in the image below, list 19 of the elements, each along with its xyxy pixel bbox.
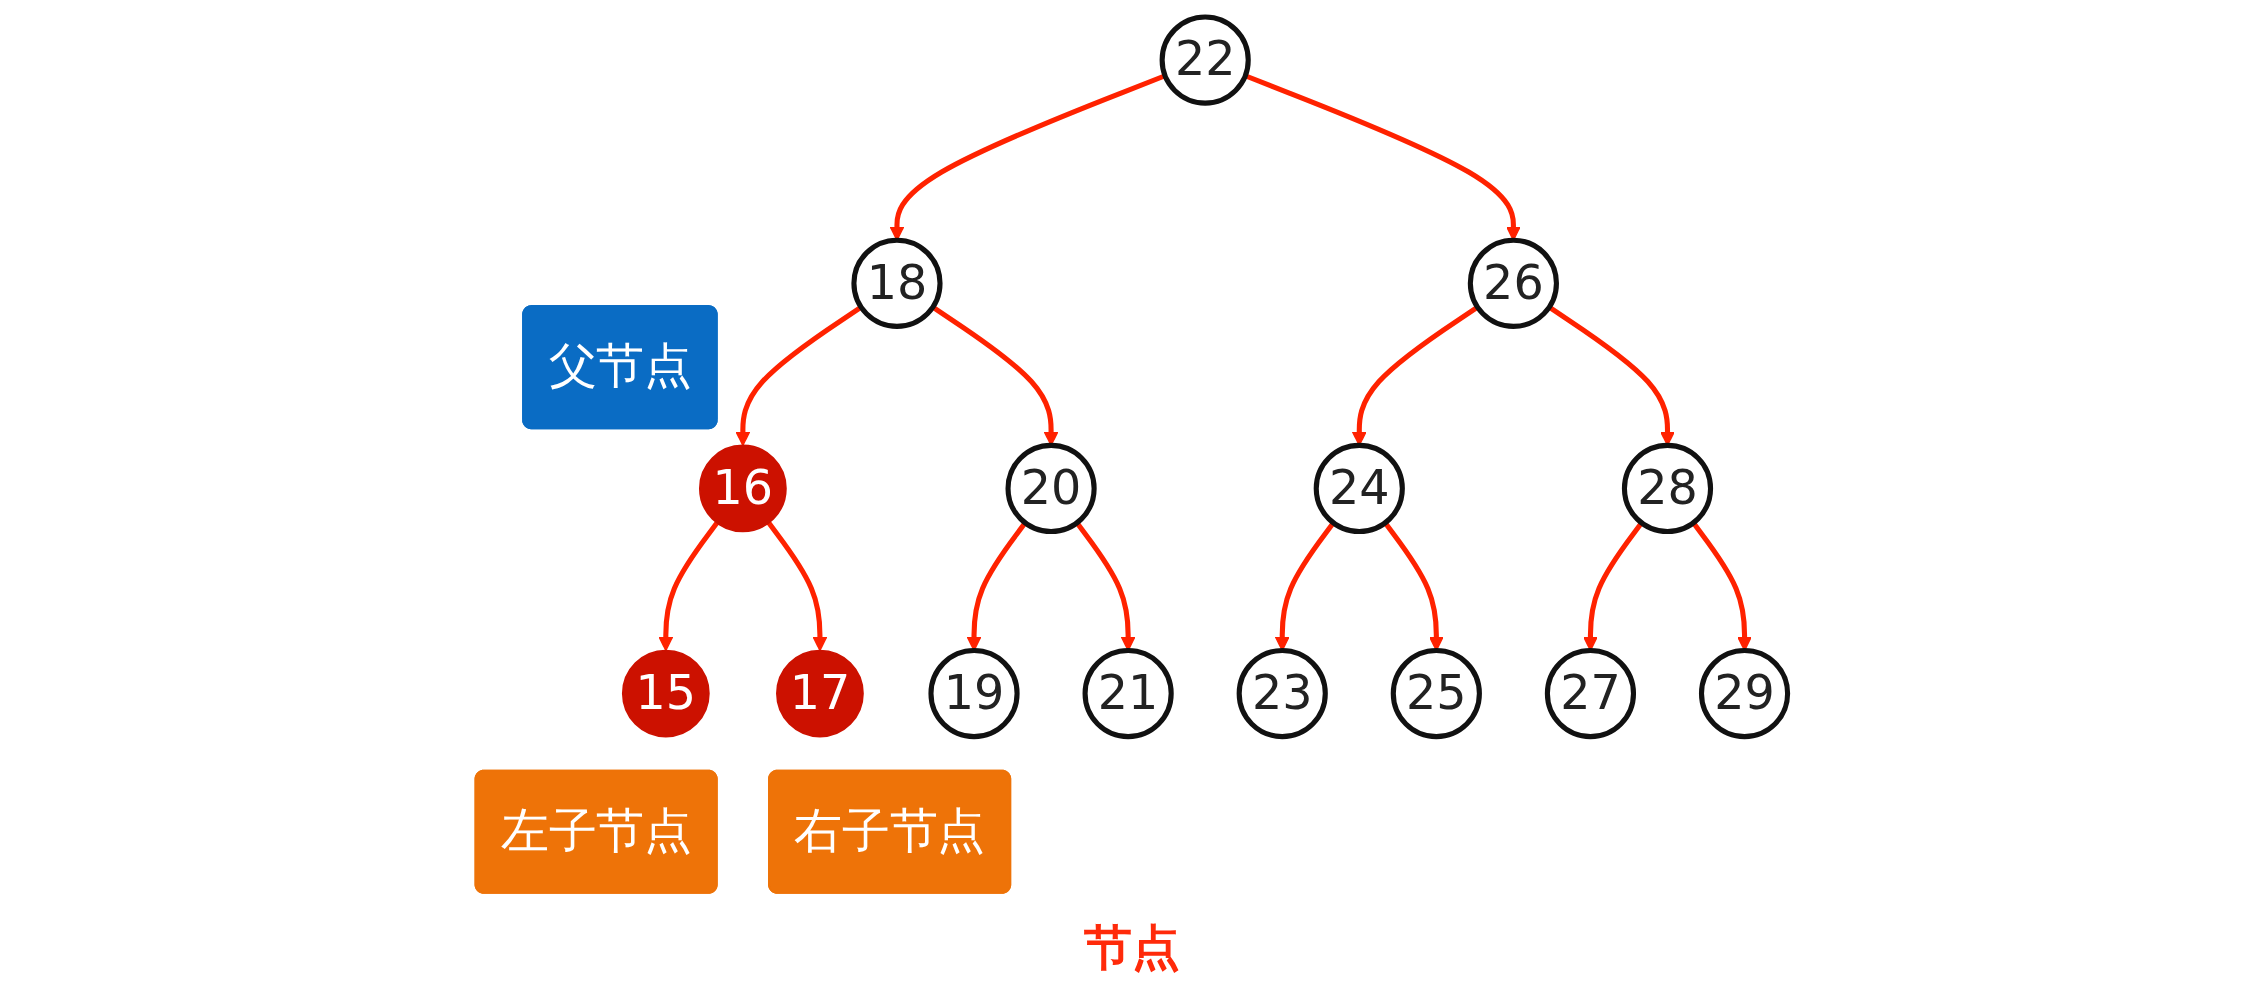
node-circle: 24 xyxy=(1313,442,1405,534)
node-circle: 16 xyxy=(698,444,787,533)
arrow xyxy=(766,521,828,652)
node-circle: 28 xyxy=(1621,442,1714,534)
node-circle: 23 xyxy=(1236,647,1328,740)
arrow xyxy=(735,305,863,447)
node-circle: 18 xyxy=(851,237,943,329)
node-circle: 19 xyxy=(928,647,1020,740)
node-circle: 22 xyxy=(1159,14,1251,106)
node-circle: 21 xyxy=(1082,647,1174,740)
node-circle: 26 xyxy=(1467,237,1559,329)
node-circle: 20 xyxy=(1005,442,1097,534)
node-circle: 15 xyxy=(621,649,710,738)
caption: 节点 xyxy=(1083,918,1180,977)
node-circle: 17 xyxy=(776,649,864,738)
node-circle: 25 xyxy=(1390,647,1482,740)
arrow xyxy=(658,521,720,652)
node-circle: 29 xyxy=(1698,647,1791,740)
node-circle: 27 xyxy=(1544,647,1637,740)
